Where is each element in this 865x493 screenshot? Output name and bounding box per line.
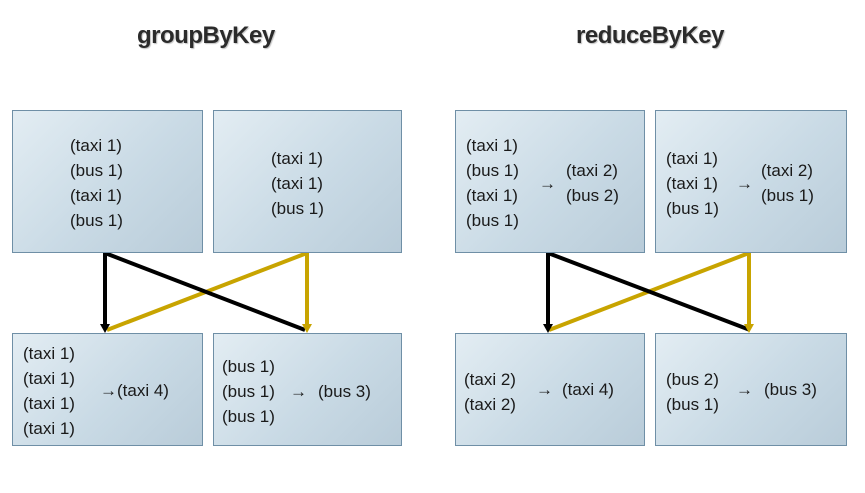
pair-item: (bus 1) xyxy=(271,199,324,218)
pair-item: (bus 1) xyxy=(666,395,719,414)
pair-item: (taxi 1) xyxy=(70,136,122,155)
result-item: (taxi 2) xyxy=(566,161,618,180)
pair-item: (taxi 1) xyxy=(271,149,323,168)
pair-item: (taxi 2) xyxy=(464,370,516,389)
arrow-right-icon: → xyxy=(536,380,553,399)
arrow-right-icon: → xyxy=(736,380,753,399)
groupbykey-title: groupByKey xyxy=(137,22,275,49)
pair-item: (bus 1) xyxy=(466,161,519,180)
gbk-output-partition-bus: (bus 1) (bus 1) (bus 1) → (bus 3) xyxy=(213,333,402,446)
gbk-output-partition-taxi: (taxi 1) (taxi 1) (taxi 1) (taxi 1) → (t… xyxy=(12,333,203,446)
rbk-input-partition-right: (taxi 1) (taxi 1) (bus 1) → (taxi 2) (bu… xyxy=(655,110,847,253)
gbk-arrowhead-bus xyxy=(302,324,312,333)
pair-item: (taxi 1) xyxy=(23,369,75,388)
result-item: (taxi 2) xyxy=(761,161,813,180)
pair-item: (taxi 1) xyxy=(23,419,75,438)
pair-item: (taxi 1) xyxy=(271,174,323,193)
pair-item: (bus 2) xyxy=(666,370,719,389)
pair-item: (taxi 1) xyxy=(666,149,718,168)
result-item: (bus 1) xyxy=(761,186,814,205)
pair-item: (bus 1) xyxy=(222,357,275,376)
pair-item: (bus 1) xyxy=(70,211,123,230)
result-item: (bus 3) xyxy=(764,380,817,399)
pair-item: (taxi 1) xyxy=(23,344,75,363)
arrow-right-icon: → xyxy=(100,381,117,400)
pair-item: (taxi 1) xyxy=(666,174,718,193)
gbk-arrowhead-taxi xyxy=(100,324,110,333)
pair-item: (bus 1) xyxy=(466,211,519,230)
rbk-output-partition-bus: (bus 2) (bus 1) → (bus 3) xyxy=(655,333,847,446)
arrow-right-icon: → xyxy=(290,382,307,401)
gbk-input-partition-left: (taxi 1) (bus 1) (taxi 1) (bus 1) xyxy=(12,110,203,253)
result-item: (bus 2) xyxy=(566,186,619,205)
rbk-wire-taxi-cross xyxy=(547,251,751,332)
pair-item: (taxi 1) xyxy=(466,186,518,205)
pair-item: (bus 1) xyxy=(222,407,275,426)
pair-item: (bus 1) xyxy=(666,199,719,218)
result-item: (bus 3) xyxy=(318,382,371,401)
pair-item: (taxi 1) xyxy=(466,136,518,155)
gbk-wire-taxi-cross xyxy=(104,251,306,332)
rbk-arrowhead-taxi xyxy=(543,324,553,333)
arrow-right-icon: → xyxy=(736,174,753,193)
rbk-arrowhead-bus xyxy=(744,324,754,333)
pair-item: (taxi 2) xyxy=(464,395,516,414)
pair-item: (bus 1) xyxy=(222,382,275,401)
pair-item: (bus 1) xyxy=(70,161,123,180)
pair-item: (taxi 1) xyxy=(70,186,122,205)
pair-item: (taxi 1) xyxy=(23,394,75,413)
gbk-input-partition-right: (taxi 1) (taxi 1) (bus 1) xyxy=(213,110,402,253)
rbk-output-partition-taxi: (taxi 2) (taxi 2) → (taxi 4) xyxy=(455,333,645,446)
reducebykey-title: reduceByKey xyxy=(576,22,724,49)
arrow-right-icon: → xyxy=(539,174,556,193)
rbk-input-partition-left: (taxi 1) (bus 1) (taxi 1) (bus 1) → (tax… xyxy=(455,110,645,253)
result-item: (taxi 4) xyxy=(562,380,614,399)
result-item: (taxi 4) xyxy=(117,381,169,400)
